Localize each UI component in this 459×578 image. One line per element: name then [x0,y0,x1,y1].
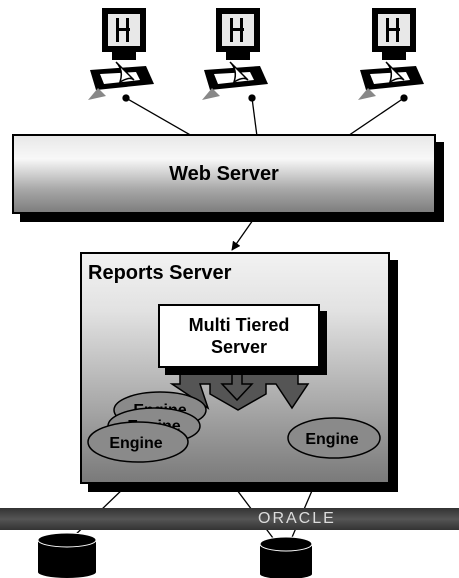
engine-icon: Engine [287,417,381,459]
reports-server-box: Reports Server Engine Engine Engine Engi… [80,252,390,484]
oracle-band: ORACLE [0,508,459,530]
web-server-box: Web Server [12,134,436,214]
multi-tiered-server-box: Multi Tiered Server [158,304,320,368]
engine-label: Engine [109,435,162,452]
engine-group: Engine Engine Engine Engine [87,365,381,463]
database-icon [259,536,313,578]
engine-icon: Engine [87,421,189,463]
reports-server-label: Reports Server [88,262,232,284]
client-computer-icon [358,8,424,100]
multi-tiered-server-label-line2: Server [210,337,268,357]
engine-label: Engine [305,431,358,448]
client-computer-icon [202,8,268,100]
web-server-label: Web Server [169,162,279,185]
multi-tiered-server-label-line1: Multi Tiered [188,315,290,335]
database-icon [37,532,97,578]
oracle-logo: ORACLE [258,510,336,527]
client-computer-icon [88,8,154,100]
